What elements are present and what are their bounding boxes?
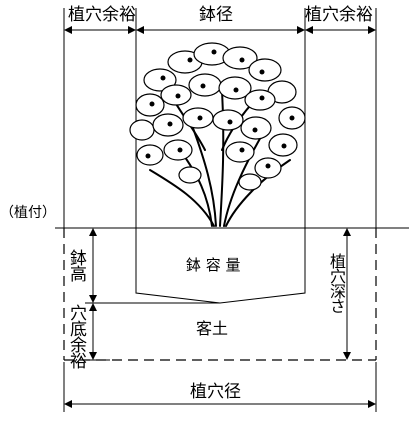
left-margin-label: 植穴余裕 (68, 5, 136, 25)
root-ball-volume-label: 鉢 容 量 (186, 256, 241, 274)
soil-label: 客土 (196, 319, 229, 338)
planting-depth-label: 植穴深さ (327, 253, 346, 313)
right-margin-label: 植穴余裕 (305, 5, 373, 25)
root-ball-height-label: 鉢高 (66, 249, 86, 281)
tree-illustration (129, 42, 306, 227)
bottom-margin-label: 穴底余裕 (66, 304, 86, 368)
planting-line-label: （植付） (0, 205, 56, 221)
left-guide-lines (85, 302, 220, 361)
root-ball-diameter-label: 鉢径 (199, 5, 233, 25)
hole-diameter-label: 植穴径 (190, 382, 241, 402)
hole-walls (63, 228, 377, 361)
